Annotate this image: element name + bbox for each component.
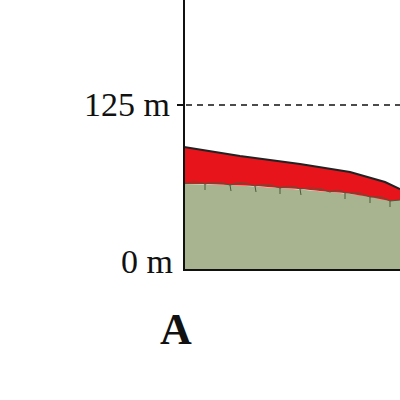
- elevation-label: 125 m: [84, 88, 170, 122]
- sea-level-dashed-line: [186, 104, 400, 106]
- base-line: [183, 269, 400, 271]
- elevation-label: 0 m: [121, 245, 173, 279]
- section-letter: A: [160, 308, 192, 352]
- surface-layer: [184, 147, 400, 201]
- bedrock-layer: [184, 184, 400, 270]
- contact-line: [184, 182, 400, 201]
- tick-125: [177, 104, 184, 106]
- contact-ticks: [205, 184, 390, 207]
- vertical-axis: [183, 0, 185, 271]
